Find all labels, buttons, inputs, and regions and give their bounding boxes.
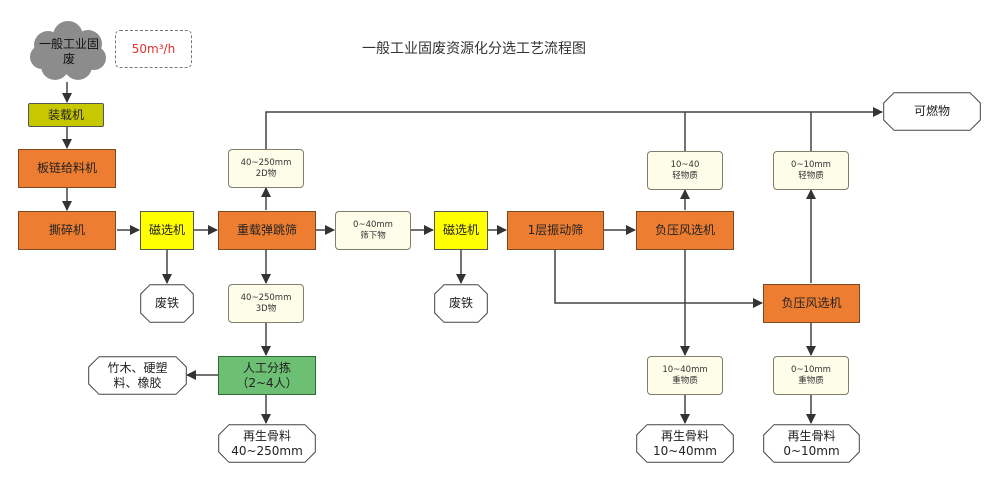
bamboo-plastic-rubber-line2: 料、橡胶	[113, 375, 162, 390]
magnetic-separator-1-node: 磁选机	[140, 211, 194, 250]
bounce-screen-node: 重载弹跳筛	[218, 211, 316, 250]
output-3d-type: 3D物	[255, 303, 277, 314]
combustibles-label: 可燃物	[913, 104, 950, 118]
magnetic-separator-1-label: 磁选机	[148, 223, 185, 237]
light-0-10-type: 轻物质	[798, 170, 824, 181]
line-2d-combustibles	[265, 107, 883, 149]
recycled-aggregate-0-10-label: 再生骨料	[787, 428, 836, 443]
light-10-40-size: 10~40	[670, 159, 700, 170]
combustibles-node: 可燃物	[883, 92, 981, 131]
manual-sorting-node: 人工分拣 （2~4人）	[218, 356, 316, 395]
manual-sorting-label: 人工分拣	[242, 360, 291, 375]
heavy-0-10-type: 重物质	[798, 375, 824, 386]
source-waste-cloud: 一般工业固废	[33, 30, 105, 74]
output-3d-node: 40~250mm 3D物	[228, 284, 304, 323]
source-label: 一般工业固废	[39, 37, 100, 66]
recycled-aggregate-40-250-size: 40~250mm	[231, 443, 303, 458]
magnetic-separator-2-label: 磁选机	[442, 223, 479, 237]
capacity-box: 50m³/h	[115, 30, 192, 68]
bamboo-plastic-rubber-line1: 竹木、硬塑	[107, 360, 168, 375]
bamboo-plastic-rubber-node: 竹木、硬塑 料、橡胶	[88, 356, 187, 395]
heavy-10-40-type: 重物质	[672, 375, 698, 386]
loader-label: 装载机	[47, 107, 84, 122]
undersize-type: 筛下物	[360, 230, 386, 241]
light-0-10-node: 0~10mm 轻物质	[773, 151, 849, 190]
undersize-size: 0~40mm	[353, 219, 393, 230]
recycled-aggregate-40-250-label: 再生骨料	[242, 428, 291, 443]
output-2d-size: 40~250mm	[240, 157, 292, 168]
cloud-icon	[30, 21, 106, 80]
loader-node: 装载机	[28, 103, 104, 127]
scrap-iron-1-label: 废铁	[154, 296, 179, 310]
scrap-iron-2-node: 废铁	[434, 284, 488, 323]
output-3d-size: 40~250mm	[240, 292, 292, 303]
shredder-node: 撕碎机	[18, 211, 116, 250]
undersize-node: 0~40mm 筛下物	[335, 211, 411, 250]
apron-feeder-node: 板链给料机	[18, 149, 116, 188]
heavy-0-10-size: 0~10mm	[791, 364, 831, 375]
magnetic-separator-2-node: 磁选机	[434, 211, 488, 250]
line-vibrating-air2	[554, 250, 763, 308]
output-2d-type: 2D物	[255, 168, 277, 179]
recycled-aggregate-10-40-label: 再生骨料	[660, 428, 709, 443]
air-separator-1-node: 负压风选机	[636, 211, 734, 250]
shredder-label: 撕碎机	[48, 223, 85, 237]
recycled-aggregate-0-10-size: 0~10mm	[783, 443, 840, 458]
light-10-40-node: 10~40 轻物质	[647, 151, 723, 190]
recycled-aggregate-40-250-node: 再生骨料 40~250mm	[218, 424, 316, 463]
vibrating-screen-label: 1层振动筛	[527, 223, 584, 237]
heavy-10-40-node: 10~40mm 重物质	[647, 356, 723, 395]
capacity-value: 50m³/h	[131, 41, 176, 56]
air-separator-2-label: 负压风选机	[781, 296, 842, 310]
air-separator-1-label: 负压风选机	[654, 223, 715, 237]
scrap-iron-1-node: 废铁	[140, 284, 194, 323]
heavy-10-40-size: 10~40mm	[662, 364, 708, 375]
air-separator-2-node: 负压风选机	[763, 284, 860, 323]
apron-feeder-label: 板链给料机	[36, 161, 97, 175]
heavy-0-10-node: 0~10mm 重物质	[773, 356, 849, 395]
recycled-aggregate-0-10-node: 再生骨料 0~10mm	[763, 424, 860, 463]
manual-sorting-staff: （2~4人）	[236, 375, 298, 390]
output-2d-node: 40~250mm 2D物	[228, 149, 304, 188]
diagram-title: 一般工业固废资源化分选工艺流程图	[362, 41, 586, 57]
vibrating-screen-node: 1层振动筛	[507, 211, 604, 250]
recycled-aggregate-10-40-size: 10~40mm	[653, 443, 717, 458]
light-10-40-type: 轻物质	[672, 170, 698, 181]
light-0-10-size: 0~10mm	[791, 159, 831, 170]
scrap-iron-2-label: 废铁	[448, 296, 473, 310]
bounce-screen-label: 重载弹跳筛	[236, 223, 297, 237]
recycled-aggregate-10-40-node: 再生骨料 10~40mm	[636, 424, 734, 463]
